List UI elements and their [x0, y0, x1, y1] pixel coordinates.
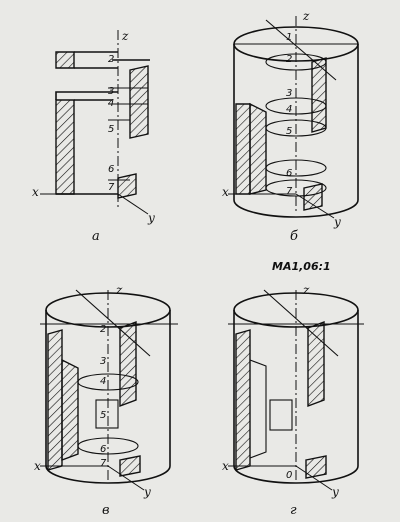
caption-g: г	[290, 503, 297, 518]
panel-v: z x y 2 3 4 5 6 7 в	[34, 283, 178, 518]
section-7-b: 7	[286, 186, 293, 197]
axis-x-v: x	[34, 459, 41, 473]
axis-x-g: x	[222, 459, 229, 473]
origin-label-g: 0	[286, 470, 292, 481]
panel-b: z x y 1 2 3 4 5 6 7 б	[222, 9, 359, 244]
axis-x-b: x	[222, 185, 229, 199]
section-4-v: 4	[100, 376, 106, 387]
axis-y-a: y	[147, 211, 155, 225]
axis-x-a: x	[32, 185, 39, 199]
section-7-a: 7	[108, 182, 115, 193]
section-3-a: 3	[108, 86, 114, 97]
section-2-v: 2	[100, 324, 106, 335]
section-4-b: 4	[286, 104, 292, 115]
axis-z-b: z	[302, 9, 310, 23]
panel-g: z x y 0 г	[222, 283, 364, 518]
axis-z-g: z	[302, 283, 310, 297]
caption-a: а	[92, 229, 100, 244]
caption-b: б	[290, 229, 298, 244]
section-6-b: 6	[286, 168, 292, 179]
section-3-v: 3	[100, 356, 106, 367]
axis-z-v: z	[115, 283, 123, 297]
section-5-a: 5	[108, 124, 114, 135]
section-2-b: 2	[286, 54, 292, 65]
axis-y-g: y	[331, 485, 339, 499]
section-1-b: 1	[286, 32, 292, 43]
axis-y-v: y	[143, 485, 151, 499]
section-3-b: 3	[286, 88, 292, 99]
section-4-a: 4	[108, 98, 114, 109]
section-5-b: 5	[286, 126, 292, 137]
axis-y-b: y	[333, 215, 341, 229]
section-7-v: 7	[100, 458, 107, 469]
panel-a: z x y 2 3 4 5 6 7 а	[32, 29, 155, 244]
axis-z-a: z	[121, 29, 129, 43]
section-5-v: 5	[100, 410, 106, 421]
section-6-v: 6	[100, 444, 106, 455]
section-2-a: 2	[108, 54, 114, 65]
caption-v: в	[102, 503, 110, 518]
section-6-a: 6	[108, 164, 114, 175]
scale-note: MA1,06:1	[272, 260, 331, 273]
